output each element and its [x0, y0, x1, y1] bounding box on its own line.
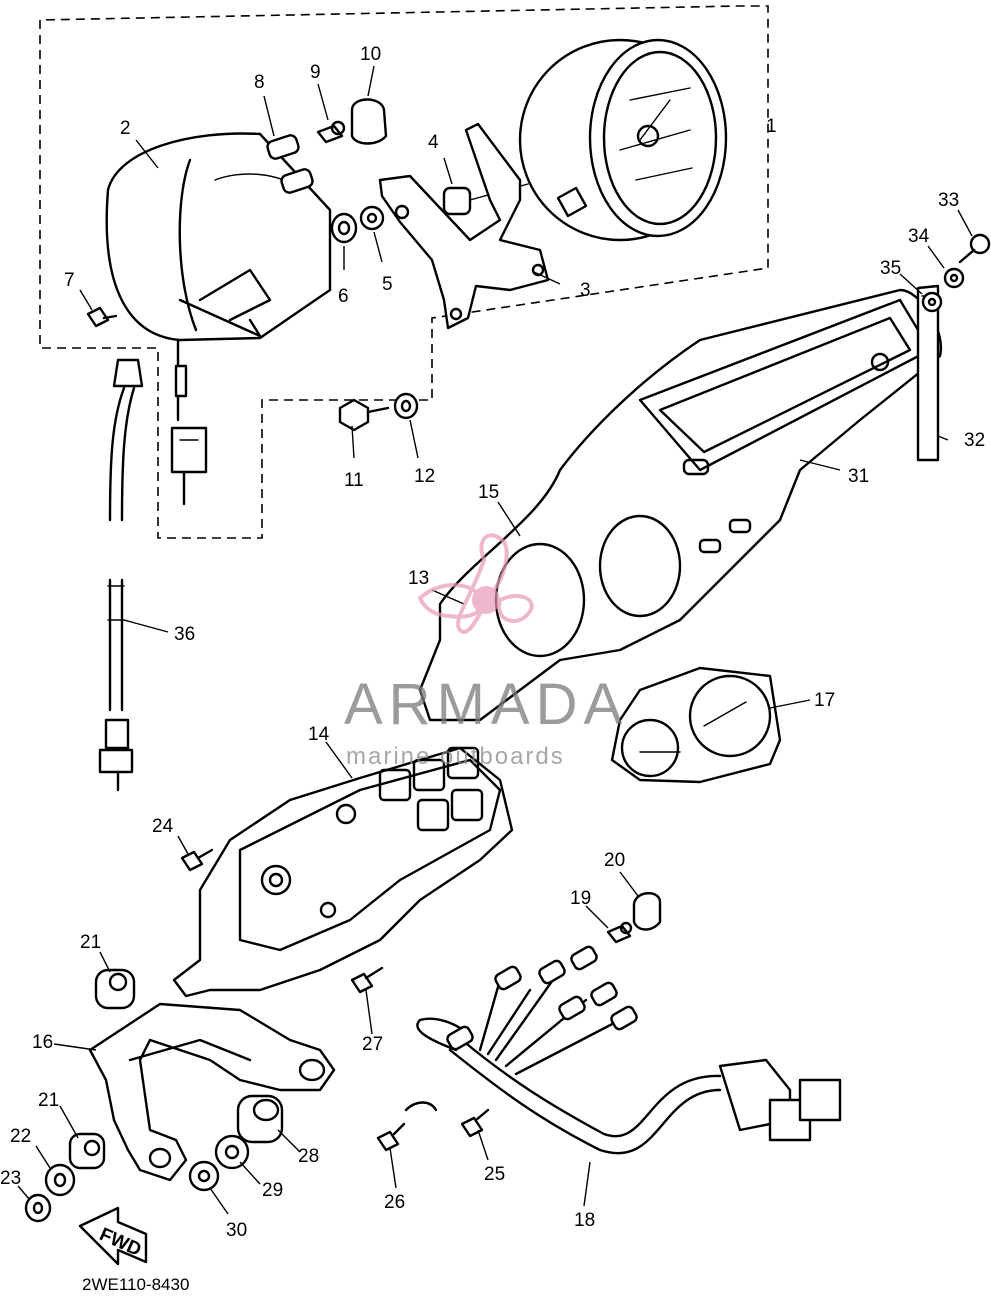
callout-23: 23 [0, 1168, 21, 1189]
callout-19: 19 [570, 888, 591, 909]
part-bulb-19 [606, 921, 633, 944]
part-speedometer [518, 38, 728, 242]
callout-8: 8 [254, 72, 265, 93]
callout-24: 24 [152, 816, 174, 837]
part-speedometer-cable [98, 358, 144, 792]
part-meter-housing [105, 132, 332, 342]
callout-13: 13 [408, 568, 429, 589]
callout-4: 4 [428, 132, 439, 153]
callout-25: 25 [484, 1164, 505, 1185]
part-washer-5 [359, 205, 385, 231]
part-bulb-socket [266, 134, 314, 194]
watermark-logo-icon [417, 533, 534, 634]
part-meter-case [172, 746, 514, 998]
part-screw-25 [460, 1108, 490, 1138]
part-screw-26 [376, 1101, 438, 1152]
callout-16: 16 [32, 1032, 53, 1053]
callout-18: 18 [574, 1210, 595, 1231]
callout-10: 10 [360, 44, 381, 65]
part-screw-33 [958, 233, 991, 264]
callout-33: 33 [938, 190, 959, 211]
part-lens-cap [350, 98, 388, 145]
part-screw-27 [350, 966, 384, 994]
callout-17: 17 [814, 690, 835, 711]
callout-21a: 21 [80, 932, 101, 953]
callout-22: 22 [10, 1126, 31, 1147]
part-wire-harness [416, 945, 842, 1155]
part-damper-21a [94, 968, 136, 1010]
part-lower-bracket [88, 1002, 336, 1182]
leader-lines [17, 65, 973, 1215]
part-meter-cover [418, 288, 943, 722]
forward-arrow-icon: FWD [78, 1206, 148, 1266]
callout-36: 36 [174, 624, 195, 645]
callout-21b: 21 [38, 1090, 59, 1111]
callout-9: 9 [310, 62, 321, 83]
diagram-code: 2WE110-8430 [82, 1275, 189, 1294]
callout-15: 15 [478, 482, 499, 503]
callout-34: 34 [908, 226, 930, 247]
part-nut-23 [24, 1193, 52, 1223]
callout-31: 31 [848, 466, 869, 487]
callout-7: 7 [64, 270, 75, 291]
watermark-subtitle: marine outboards [346, 743, 565, 770]
part-nut-30 [188, 1160, 220, 1192]
part-washer-12 [393, 392, 419, 420]
callout-26: 26 [384, 1192, 405, 1213]
part-damper-28 [236, 1094, 284, 1144]
callout-35: 35 [880, 258, 901, 279]
watermark: ARMADA marine outboards [344, 533, 628, 770]
callout-6: 6 [338, 286, 349, 307]
callout-20: 20 [604, 850, 625, 871]
callout-3: 3 [580, 280, 591, 301]
watermark-title: ARMADA [344, 672, 628, 737]
part-lens-cap-20 [632, 892, 662, 931]
callout-12: 12 [414, 466, 435, 487]
part-washer-34 [943, 267, 965, 289]
callout-32: 32 [964, 430, 985, 451]
callout-30: 30 [226, 1220, 247, 1241]
part-grommet-35 [921, 291, 943, 313]
callout-2: 2 [120, 118, 131, 139]
callout-labels: 1 2 3 4 5 6 7 8 9 10 11 12 13 14 15 16 1… [0, 44, 985, 1241]
part-damper-21b [68, 1132, 106, 1170]
assembly-boundary-1 [39, 5, 769, 539]
part-screw-7 [86, 306, 118, 328]
callout-27: 27 [362, 1034, 383, 1055]
callout-5: 5 [382, 274, 393, 295]
callout-1: 1 [766, 116, 777, 137]
part-meter-panel [610, 666, 782, 784]
part-wire-lead [170, 338, 208, 506]
part-washer-22 [44, 1163, 76, 1197]
part-meter-bracket [378, 122, 550, 330]
part-bulb [316, 120, 346, 144]
callout-28: 28 [298, 1146, 319, 1167]
part-screw-24 [180, 848, 214, 872]
part-washer-29 [214, 1134, 250, 1170]
callout-11: 11 [344, 470, 364, 491]
part-rubber-strip [916, 284, 940, 462]
part-bolt-11 [338, 398, 390, 432]
part-grommet-6 [330, 212, 358, 244]
callout-29: 29 [262, 1180, 283, 1201]
callout-14: 14 [308, 724, 330, 745]
